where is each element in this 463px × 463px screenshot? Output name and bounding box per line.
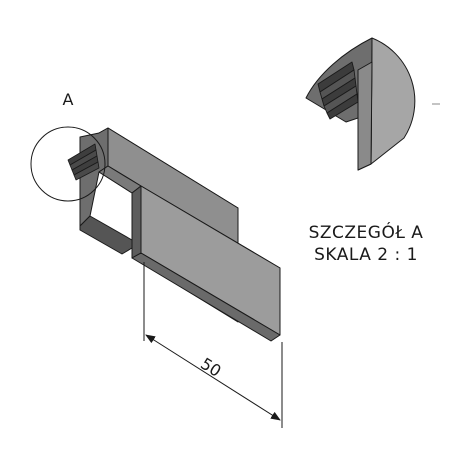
detail-circle [30,126,106,202]
detail-serrations [317,61,359,120]
leg-end-face [79,215,133,255]
front-bar-end-face [131,185,142,259]
detail-edge-face [357,61,373,171]
upper-end-face [79,127,109,227]
detail-title: SZCZEGÓŁ A [309,221,424,243]
profile-part [67,127,281,342]
serration-detail [67,143,100,181]
dimension-line [145,334,281,421]
detail-view [305,37,416,171]
dimension-50 [143,262,283,428]
dimension-value: 50 [197,354,224,381]
view-label: A [63,90,74,109]
detail-view-outline [370,37,416,165]
detail-scale: SKALA 2 : 1 [314,245,418,265]
